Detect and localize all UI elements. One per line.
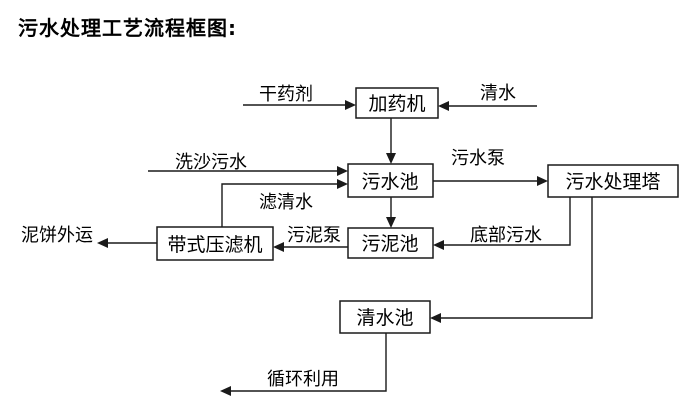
arrow-down-icon <box>386 153 396 164</box>
arrow-left-icon <box>430 313 441 323</box>
flow-sludge-pump: 污泥泵 <box>273 225 348 252</box>
flow-sand-washing-sewage-label: 洗沙污水 <box>175 152 247 173</box>
node-sewage-pool-label: 污水池 <box>361 171 418 193</box>
node-clean-water-pool: 清水池 <box>339 300 431 334</box>
node-sewage-pool: 污水池 <box>347 163 434 198</box>
flow-bottom-sewage: 底部污水 <box>433 197 571 250</box>
flow-dry-chemical: 干药剂 <box>243 84 356 110</box>
node-sludge-pool-label: 污泥池 <box>361 233 418 255</box>
node-belt-filter-press-label: 带式压滤机 <box>167 234 262 256</box>
flow-sewage-to-sludge-pool <box>386 197 396 228</box>
flow-recycled-use-label: 循环利用 <box>267 369 339 390</box>
flow-recycled-use-line <box>230 333 387 392</box>
flow-tower-to-clean-water-pool-line <box>440 197 593 319</box>
arrow-left-icon <box>433 240 444 250</box>
flow-sand-washing-sewage: 洗沙污水 <box>148 152 348 176</box>
flow-bottom-sewage-line <box>443 197 571 246</box>
node-dosing-machine: 加药机 <box>355 87 439 119</box>
arrow-left-icon <box>97 238 108 248</box>
flow-sludge-pump-label: 污泥泵 <box>287 225 341 246</box>
node-sludge-pool-box <box>347 227 434 259</box>
node-belt-filter-press: 带式压滤机 <box>156 226 274 261</box>
node-sludge-pool: 污泥池 <box>347 227 434 259</box>
node-treatment-tower-box <box>547 164 679 198</box>
node-clean-water-pool-box <box>339 300 431 334</box>
arrow-right-icon <box>337 179 348 189</box>
flow-sewage-pump-label: 污水泵 <box>451 148 505 169</box>
node-dosing-machine-box <box>355 87 439 119</box>
flow-recycled-use: 循环利用 <box>220 333 387 396</box>
flow-sewage-pump: 污水泵 <box>433 148 548 186</box>
arrow-right-icon <box>537 176 548 186</box>
arrow-left-icon <box>273 242 284 252</box>
node-belt-filter-press-box <box>156 226 274 261</box>
arrow-right-icon <box>345 100 356 110</box>
flow-filtered-clean-water-line <box>221 183 338 227</box>
page-title: 污水处理工艺流程框图: <box>18 16 237 40</box>
node-sewage-pool-box <box>347 163 434 198</box>
flow-bottom-sewage-label: 底部污水 <box>470 225 542 246</box>
flow-dosing-to-sewage-pool <box>386 118 396 164</box>
arrow-left-icon <box>438 101 449 111</box>
flow-clean-water-label: 清水 <box>480 83 516 104</box>
flow-dry-chemical-label: 干药剂 <box>259 84 313 105</box>
node-treatment-tower: 污水处理塔 <box>547 164 679 198</box>
flow-clean-water: 清水 <box>438 83 537 111</box>
node-clean-water-pool-label: 清水池 <box>356 307 413 329</box>
flow-filtered-clean-water-label: 滤清水 <box>259 192 313 213</box>
arrow-right-icon <box>337 166 348 176</box>
flow-mud-cake-out: 泥饼外运 <box>21 225 157 248</box>
flow-mud-cake-out-label: 泥饼外运 <box>21 225 93 246</box>
node-dosing-machine-label: 加药机 <box>368 93 425 115</box>
flow-tower-to-clean-water-pool <box>430 197 593 323</box>
node-treatment-tower-label: 污水处理塔 <box>565 171 660 193</box>
arrow-left-icon <box>220 386 231 396</box>
flow-filtered-clean-water: 滤清水 <box>221 179 348 227</box>
arrow-down-icon <box>386 217 396 228</box>
